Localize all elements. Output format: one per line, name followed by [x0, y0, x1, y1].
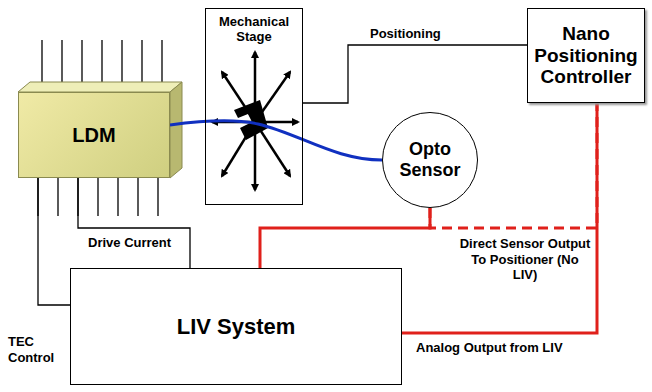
system-box: LIV System: [70, 268, 402, 385]
controller-box: Nano Positioning Controller: [527, 8, 645, 103]
node-label: LIV System: [177, 314, 296, 339]
node-label: Mechanical Stage: [210, 15, 298, 45]
connector: [38, 178, 70, 305]
connector: [303, 45, 527, 103]
connector-label: Drive Current: [86, 235, 173, 251]
laser-module-box: LDM: [18, 92, 170, 178]
connector: [170, 121, 382, 160]
connector-label: TEC Control: [6, 334, 70, 365]
connector-label: Direct Sensor Output To Positioner (No L…: [456, 236, 594, 283]
node-label: LDM: [72, 124, 115, 147]
connector-label: Analog Output from LIV: [414, 340, 565, 356]
node-label: Nano Positioning Controller: [534, 23, 638, 89]
stage-box: Mechanical Stage: [205, 8, 303, 205]
ldm-top-face: [18, 82, 182, 92]
connector: [78, 178, 190, 268]
connector: [260, 208, 430, 268]
ldm-side-face: [170, 82, 182, 178]
node-label: Opto Sensor: [389, 139, 471, 180]
sensor-circle: Opto Sensor: [382, 112, 478, 208]
connector-label: Positioning: [368, 26, 443, 42]
